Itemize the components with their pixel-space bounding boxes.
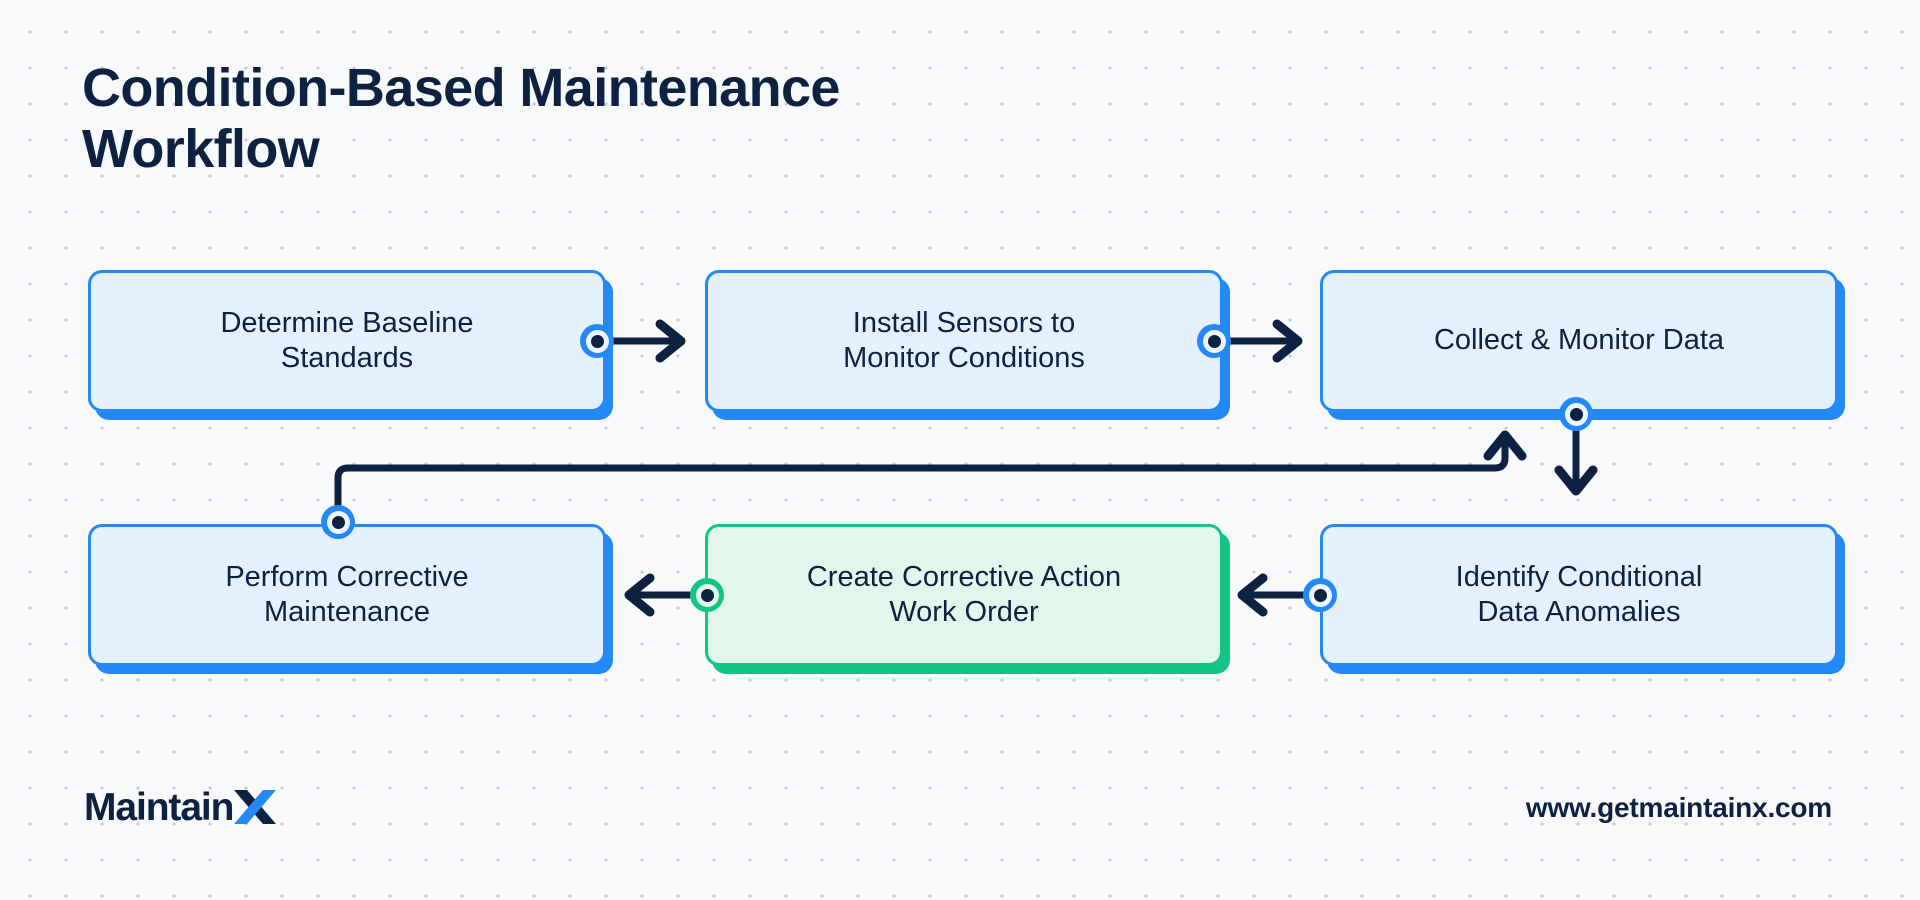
connector-core xyxy=(1569,407,1583,421)
connector-core xyxy=(700,588,714,602)
arrow-baseline-to-sensors xyxy=(608,319,686,363)
connector-node-sensors-out xyxy=(1197,324,1231,358)
step-perform-corrective-maintenance[interactable]: Perform Corrective Maintenance xyxy=(88,524,606,666)
connector-node-collect-out xyxy=(1559,397,1593,431)
connector-node-baseline-out xyxy=(580,324,614,358)
connector-node-perform-out xyxy=(321,505,355,539)
page-title: Condition-Based Maintenance Workflow xyxy=(82,58,840,180)
connector-ring xyxy=(1564,402,1588,426)
logo-wordmark: Maintain xyxy=(84,785,234,829)
step-label: Perform Corrective Maintenance xyxy=(225,560,469,628)
site-url[interactable]: www.getmaintainx.com xyxy=(1525,792,1832,823)
connector-node-identify-out xyxy=(1303,578,1337,612)
step-create-corrective-action-work-order[interactable]: Create Corrective Action Work Order xyxy=(705,524,1223,666)
step-label: Determine Baseline Standards xyxy=(220,306,474,374)
step-collect-monitor-data[interactable]: Collect & Monitor Data xyxy=(1320,270,1838,412)
step-label: Install Sensors to Monitor Conditions xyxy=(843,306,1085,374)
connector-ring xyxy=(585,329,609,353)
step-label: Create Corrective Action Work Order xyxy=(806,560,1122,628)
connector-ring xyxy=(1202,329,1226,353)
connector-node-create-wo-out xyxy=(690,578,724,612)
step-determine-baseline-standards[interactable]: Determine Baseline Standards xyxy=(88,270,606,412)
step-label: Identify Conditional Data Anomalies xyxy=(1455,560,1703,628)
arrow-sensors-to-collect xyxy=(1225,319,1303,363)
connector-ring xyxy=(695,583,719,607)
step-install-sensors[interactable]: Install Sensors to Monitor Conditions xyxy=(705,270,1223,412)
step-identify-conditional-data-anomalies[interactable]: Identify Conditional Data Anomalies xyxy=(1320,524,1838,666)
connector-core xyxy=(1207,334,1221,348)
connector-ring xyxy=(1308,583,1332,607)
connector-ring xyxy=(326,510,350,534)
logo-x-icon xyxy=(234,788,277,826)
connector-core xyxy=(331,515,345,529)
connector-core xyxy=(590,334,604,348)
connector-core xyxy=(1313,588,1327,602)
step-label: Collect & Monitor Data xyxy=(1433,324,1725,357)
maintainx-logo: Maintain xyxy=(84,784,277,830)
arrow-feedback-perform-to-collect xyxy=(334,430,1527,526)
